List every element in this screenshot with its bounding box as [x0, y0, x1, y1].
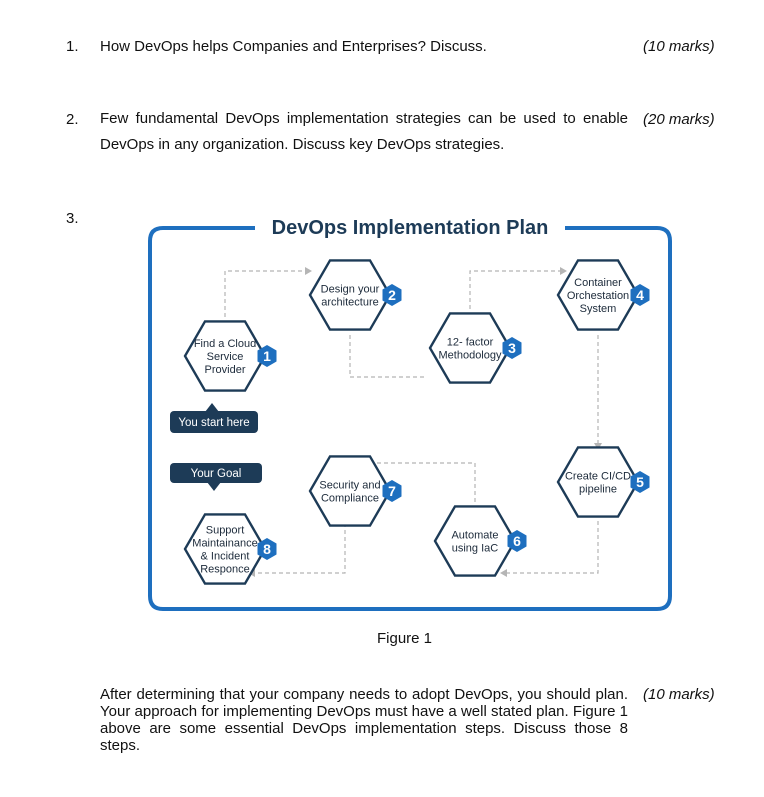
- question-3-number: 3.: [66, 210, 79, 227]
- step-6-label: Automate: [451, 530, 498, 542]
- step-6-number: 6: [513, 533, 521, 549]
- question-1-text: How DevOps helps Companies and Enterpris…: [100, 38, 487, 55]
- step-8-label: Maintainance: [192, 538, 257, 550]
- step-2-hexagon: [308, 259, 392, 331]
- step-7-hexagon: [308, 455, 392, 527]
- figure-caption: Figure 1: [377, 630, 433, 647]
- step-2-label: architecture: [321, 297, 378, 309]
- step-2-number: 2: [388, 287, 396, 303]
- step-8-label: Responce: [200, 564, 250, 576]
- step-8-label: Support: [206, 525, 245, 537]
- question-3-marks: (10 marks): [643, 686, 715, 703]
- goal-pointer: [207, 482, 221, 491]
- step-2-badge: [382, 284, 402, 306]
- step-3-badge: [502, 337, 522, 359]
- start-pointer: [205, 403, 219, 412]
- step-1-label: Find a Cloud: [194, 338, 256, 350]
- step-1-number: 1: [263, 348, 271, 364]
- step-5-label: Create CI/CD: [565, 471, 631, 483]
- question-2-marks: (20 marks): [643, 111, 715, 128]
- step-1-badge: [257, 345, 277, 367]
- step-5-hexagon: [556, 446, 640, 518]
- step-7-badge: [382, 480, 402, 502]
- step-8-label: & Incident: [201, 551, 250, 563]
- figure-title: DevOps Implementation Plan: [272, 217, 549, 239]
- start-pill: [170, 411, 258, 433]
- question-2-number: 2.: [66, 111, 79, 128]
- goal-label: Your Goal: [191, 468, 242, 480]
- step-3-hexagon: [428, 312, 512, 384]
- step-1-label: Service: [207, 351, 244, 363]
- step-7-label: Security and: [319, 480, 380, 492]
- step-3-label: 12- factor: [447, 337, 494, 349]
- step-4-number: 4: [636, 287, 644, 303]
- step-1-hexagon: [183, 320, 267, 392]
- question-1-number: 1.: [66, 38, 79, 55]
- step-5-badge: [630, 471, 650, 493]
- step-3-label: Methodology: [439, 350, 502, 362]
- start-label: You start here: [178, 417, 249, 429]
- step-6-badge: [507, 530, 527, 552]
- step-8-number: 8: [263, 541, 271, 557]
- question-3-text: After determining that your company need…: [100, 686, 628, 754]
- step-8-badge: [257, 538, 277, 560]
- step-8-hexagon: [183, 513, 267, 585]
- step-4-badge: [630, 284, 650, 306]
- step-7-label: Compliance: [321, 493, 379, 505]
- step-4-label: System: [580, 303, 617, 315]
- step-4-hexagon: [556, 259, 640, 331]
- question-1-marks: (10 marks): [643, 38, 715, 55]
- goal-pill: [170, 463, 262, 483]
- step-1-label: Provider: [205, 364, 246, 376]
- flow-connectors: [224, 270, 599, 574]
- step-2-label: Design your: [321, 284, 380, 296]
- step-5-label: pipeline: [579, 484, 617, 496]
- step-6-label: using IaC: [452, 543, 499, 555]
- step-7-number: 7: [388, 483, 396, 499]
- step-6-hexagon: [433, 505, 517, 577]
- step-3-number: 3: [508, 340, 516, 356]
- step-5-number: 5: [636, 474, 644, 490]
- step-4-label: Orchestation: [567, 290, 629, 302]
- question-2-text: Few fundamental DevOps implementation st…: [100, 110, 628, 153]
- figure-frame: [148, 226, 672, 611]
- flow-arrowheads: [248, 267, 602, 577]
- step-4-label: Container: [574, 277, 622, 289]
